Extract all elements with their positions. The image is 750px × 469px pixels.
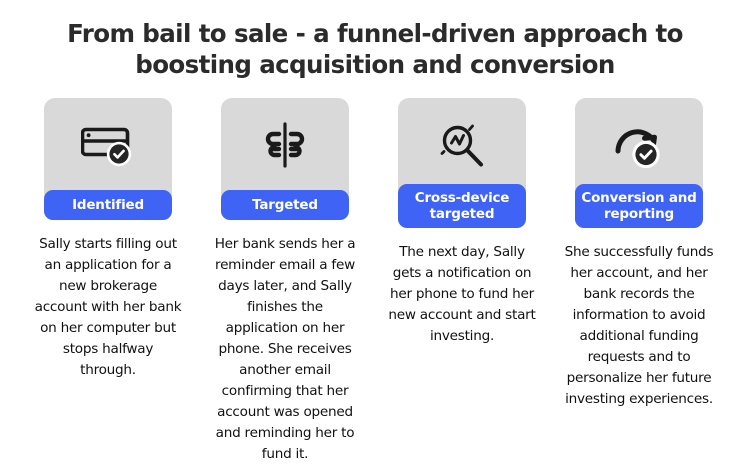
magnifier-chart-icon (398, 114, 526, 176)
stage-card-cross-device[interactable]: Cross-device targeted (398, 98, 526, 228)
gauge-check-icon (575, 114, 703, 176)
stage-label-conversion[interactable]: Conversion and reporting (575, 184, 703, 228)
stage-label-identified[interactable]: Identified (44, 190, 172, 220)
stage-column-targeted: Targeted Her bank sends her a reminder e… (215, 98, 356, 465)
stage-label-cross-device[interactable]: Cross-device targeted (398, 184, 526, 228)
stage-card-targeted[interactable]: Targeted (221, 98, 349, 220)
stage-body-conversion: She successfully funds her account, and … (564, 244, 714, 407)
stage-body-targeted: Her bank sends her a reminder email a fe… (214, 236, 356, 462)
stage-body-identified: Sally starts filling out an application … (34, 236, 182, 378)
stage-column-conversion: Conversion and reporting She successfull… (565, 98, 714, 465)
stage-column-cross-device: Cross-device targeted The next day, Sall… (388, 98, 536, 465)
stage-card-conversion[interactable]: Conversion and reporting (575, 98, 703, 228)
card-check-icon (44, 114, 172, 176)
stage-card-identified[interactable]: Identified (44, 98, 172, 220)
stage-label-targeted[interactable]: Targeted (221, 190, 349, 220)
stage-column-identified: Identified Sally starts filling out an a… (35, 98, 182, 465)
funnel-target-icon (221, 114, 349, 176)
page-title: From bail to sale - a funnel-driven appr… (67, 19, 683, 79)
stage-columns: Identified Sally starts filling out an a… (0, 98, 750, 465)
stage-body-cross-device: The next day, Sally gets a notification … (388, 244, 536, 344)
